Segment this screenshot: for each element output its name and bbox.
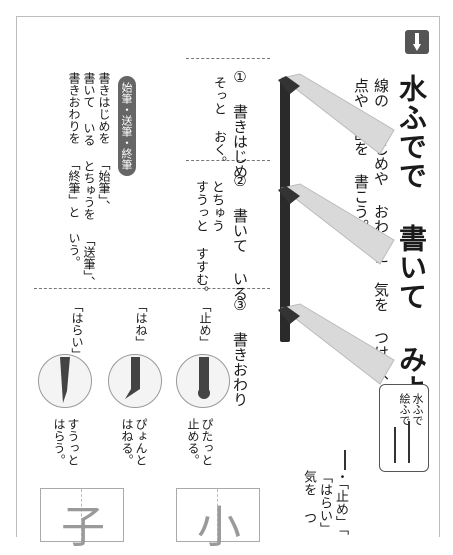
practice-box-2: 子	[40, 488, 124, 553]
example-harai-desc: すうっと はらう。	[52, 418, 80, 466]
hane-desc-2: はねる。	[120, 418, 134, 466]
step-1-desc: そっと おく。	[211, 76, 226, 169]
step-2-desc-line-1: とちゅう	[209, 180, 224, 232]
term-line-1: 書きはじめを 「始筆」、	[97, 72, 111, 212]
bottom-note-line-2: 「はらい」	[317, 470, 332, 535]
note-brush-icon	[344, 450, 346, 470]
practice-box-2-guide	[81, 489, 82, 541]
example-hane-label: 「はね」	[134, 300, 148, 348]
page-title: 水ふでで 書いて みよう	[395, 74, 428, 432]
term-line-2: 書いて いる とちゅうを 「送筆」、	[82, 72, 96, 288]
step-2-desc-line-2: すうっと すすむ。	[193, 180, 208, 299]
example-harai-circle	[38, 354, 92, 408]
water-brush-icon	[394, 427, 396, 463]
harai-desc-1: すうっと	[66, 418, 80, 466]
dashed-line-1	[186, 58, 270, 59]
tome-desc-1: ぴたっと	[200, 418, 214, 466]
example-hane-circle	[108, 354, 162, 408]
example-tome-desc: ぴたっと 止める。	[186, 418, 214, 466]
page-frame	[16, 16, 440, 537]
step-1-label: ① 書きはじめ	[231, 68, 249, 179]
bottom-note-line-1: ・「止め」「	[333, 470, 348, 535]
bottom-note: ・「止め」「 「はらい」 気を つ	[300, 470, 348, 535]
harai-desc-2: はらう。	[52, 418, 66, 466]
practice-char-2: 子	[61, 502, 105, 553]
example-harai-label: 「はらい」	[70, 300, 84, 360]
practice-box-1-guide	[217, 489, 218, 541]
brush-type-2: 絵ふで	[398, 393, 411, 426]
brush-illustration-3	[278, 303, 395, 385]
brush-type-1: 水ふで	[411, 393, 424, 426]
tome-desc-2: 止める。	[186, 418, 200, 466]
brush-icon	[405, 30, 429, 54]
brush-illustration-2	[278, 183, 395, 265]
term-badge: 始筆・送筆・終筆	[118, 76, 136, 176]
term-badge-text: 始筆・送筆・終筆	[120, 82, 133, 170]
step-3-label: ③ 書きおわり	[231, 296, 249, 407]
brush-illustration-1	[278, 73, 395, 155]
example-tome-label: 「止め」	[198, 300, 212, 348]
bottom-note-line-3: 気を つ	[301, 470, 316, 524]
dashed-line-3	[34, 288, 270, 289]
picture-brush-icon	[408, 421, 410, 463]
step-2-label: ② 書いて いる	[231, 172, 249, 301]
practice-box-1: 小	[176, 488, 260, 553]
page: 水ふでで 書いて みよう 線の はじめや おわりに 気を つけて、 点や 画を …	[16, 16, 440, 553]
hane-desc-1: ぴょんと	[134, 418, 148, 466]
brush-types-box: 水ふで 絵ふで	[379, 384, 429, 472]
practice-char-1: 小	[197, 502, 241, 553]
dashed-line-2	[186, 160, 270, 161]
term-explanation: 書きはじめを 「始筆」、 書いて いる とちゅうを 「送筆」、 書きおわりを 「…	[66, 72, 111, 288]
example-hane-desc: ぴょんと はねる。	[120, 418, 148, 466]
example-tome-circle	[176, 354, 230, 408]
brush-types-label: 水ふで 絵ふで	[398, 393, 424, 426]
term-line-3: 書きおわりを 「終筆」と いう。	[67, 72, 81, 268]
brush-stroke	[280, 80, 290, 342]
step-2-desc: とちゅう すうっと すすむ。	[192, 180, 224, 299]
